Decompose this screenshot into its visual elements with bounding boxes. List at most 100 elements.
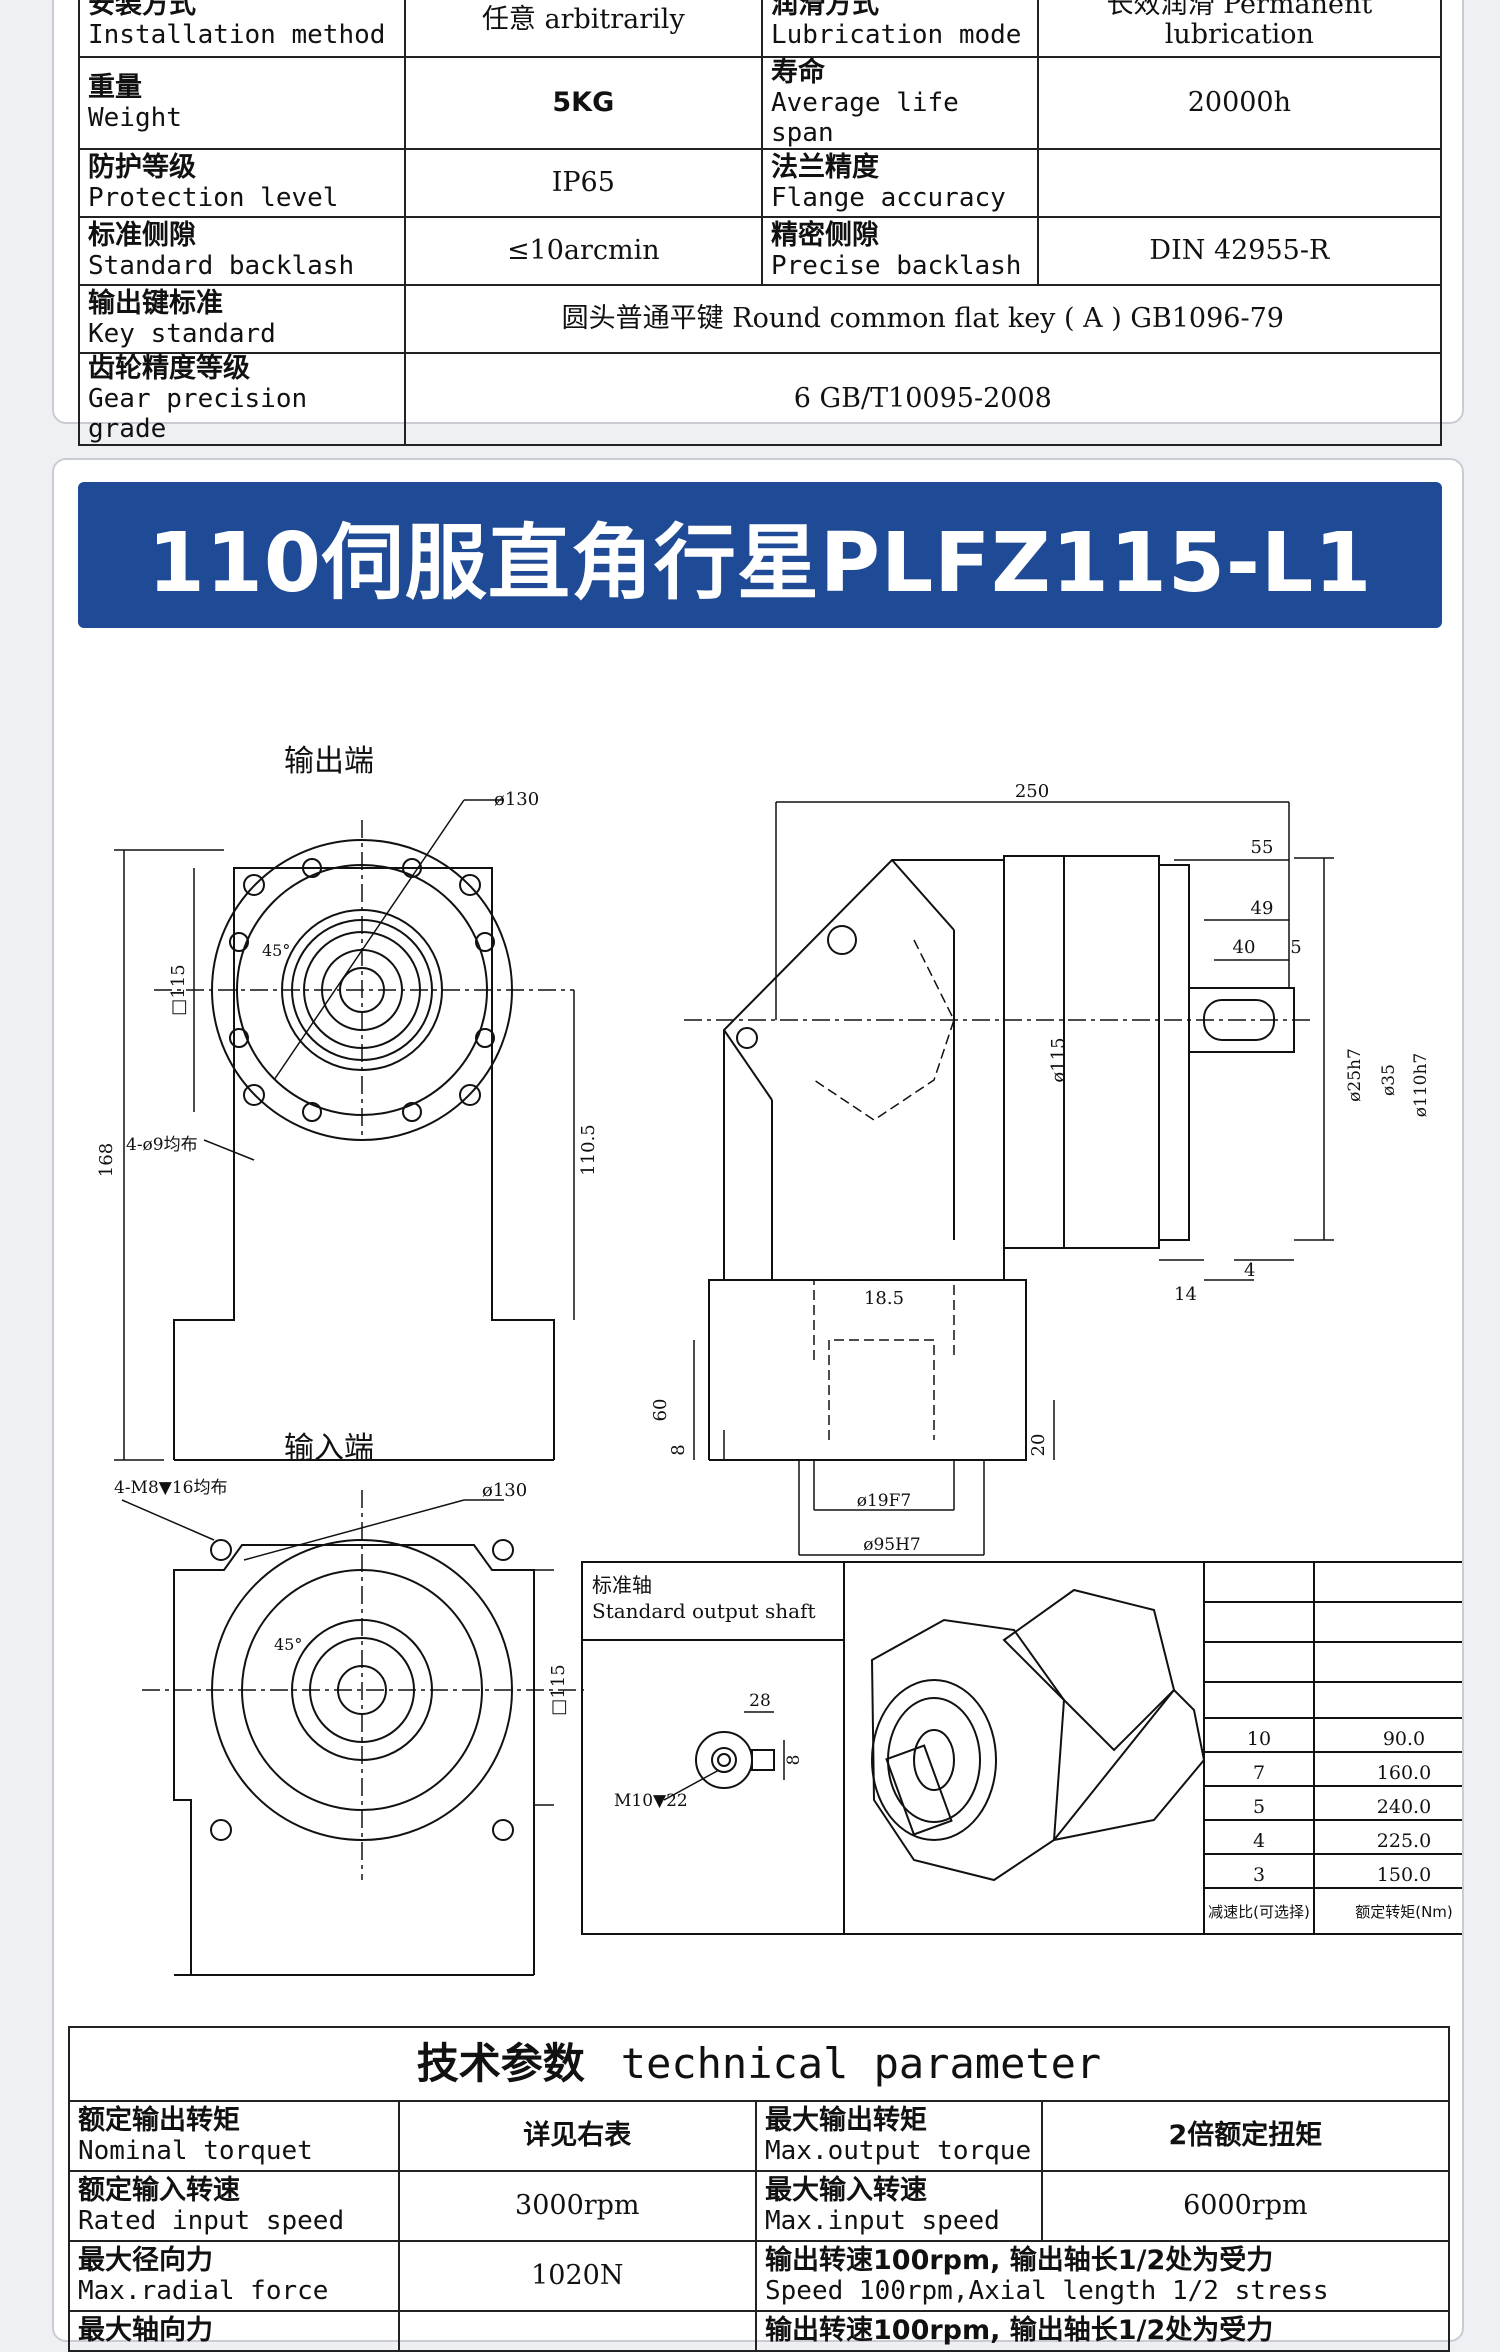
- row-label-zh: 额定输入转速: [78, 2175, 240, 2206]
- dim-d19: ø19F7: [857, 1491, 911, 1511]
- value-cell: 详见右表: [397, 2100, 758, 2172]
- shaft-label-en: Standard output shaft: [592, 1599, 816, 1623]
- row-label-zh: 最大径向力: [78, 2245, 213, 2276]
- row-label-zh: 安装方式: [88, 0, 196, 20]
- side-view: [684, 801, 1334, 1556]
- dim-d95: ø95H7: [863, 1535, 921, 1555]
- output-end-label: 输出端: [284, 744, 374, 779]
- value-cell: 1020N: [397, 2240, 758, 2312]
- torque-cell: 225.0: [1377, 1830, 1431, 1852]
- dim-d130b: ø130: [482, 1480, 527, 1501]
- row-label-zh: 精密侧隙: [771, 220, 879, 251]
- row-label-en: Standard backlash: [88, 251, 355, 281]
- dim-d35: ø35: [1379, 1064, 1399, 1096]
- row-label-zh: 输出键标准: [88, 288, 223, 319]
- row-label-en: Max.input speed: [765, 2206, 1000, 2236]
- shaft-detail-box: [581, 1561, 1462, 1935]
- product-card: 110伺服直角行星PLFZ115-L1 输出端: [52, 458, 1464, 2352]
- value-cell: ≤10arcmin: [403, 216, 764, 286]
- dim-8b: 8: [784, 1755, 804, 1766]
- row-label-en: Protection level: [88, 183, 339, 213]
- value-cell: 6000rpm: [1040, 2170, 1451, 2242]
- dim-250: 250: [1015, 781, 1049, 802]
- row-label-en: Speed 100rpm,Axial length 1/2 stress: [765, 2276, 1329, 2306]
- input-end-label: 输入端: [284, 1431, 374, 1466]
- value-cell: 3000rpm: [397, 2170, 758, 2242]
- dim-d110: ø110h7: [1411, 1053, 1431, 1117]
- row-label-en: Precise backlash: [771, 251, 1022, 281]
- row-label-zh: 防护等级: [88, 152, 196, 183]
- table-row: 最大轴向力 输出转速100rpm, 输出轴长1/2处为受力: [68, 2310, 1450, 2352]
- dim-60: 60: [650, 1399, 671, 1422]
- row-label-en: Lubrication mode: [771, 20, 1022, 50]
- torque-cell: 160.0: [1377, 1762, 1431, 1784]
- row-label-zh: 润滑方式: [771, 0, 879, 20]
- dim-45b: 45°: [274, 1635, 302, 1654]
- dim-d25: ø25h7: [1345, 1048, 1365, 1102]
- output-end-view: [114, 799, 575, 1461]
- key-standard-value: 圆头普通平键 Round common flat key ( A ) GB109…: [403, 284, 1443, 354]
- dim-d115: ø115: [1048, 1037, 1069, 1082]
- row-label-en: Nominal torquet: [78, 2136, 313, 2166]
- dim-110-5: 110.5: [578, 1124, 599, 1176]
- dim-m10: M10▼22: [614, 1791, 688, 1811]
- value-cell: 20000h: [1036, 56, 1443, 150]
- row-label-zh: 齿轮精度等级: [88, 353, 250, 384]
- dim-sq115b: □115: [548, 1664, 569, 1715]
- value-cell: [1036, 148, 1443, 218]
- dim-d130a: ø130: [494, 789, 539, 810]
- value-cell: DIN 42955-R: [1036, 216, 1443, 286]
- row-label-zh: 额定输出转矩: [78, 2105, 240, 2136]
- row-label-en: Key standard: [88, 319, 276, 349]
- row-label-zh: 寿命: [771, 57, 825, 88]
- dim-m8: 4-M8▼16均布: [114, 1478, 228, 1498]
- dim-168: 168: [96, 1143, 117, 1177]
- ratio-cell: 4: [1253, 1830, 1265, 1852]
- row-label-zh: 最大输出转矩: [765, 2105, 927, 2136]
- ratio-cell: 7: [1253, 1762, 1265, 1784]
- value-cell: 5KG: [403, 56, 764, 150]
- ratio-header: 减速比(可选择): [1208, 1903, 1310, 1921]
- dim-55: 55: [1251, 837, 1274, 858]
- row-label-en: Weight: [88, 103, 182, 133]
- torque-header: 额定转矩(Nm): [1355, 1903, 1453, 1921]
- dim-sq115a: □115: [168, 964, 189, 1015]
- row-label-zh: 重量: [88, 72, 142, 103]
- value-cell: 2倍额定扭矩: [1040, 2100, 1451, 2172]
- torque-cell: 90.0: [1383, 1728, 1425, 1750]
- gear-grade-value: 6 GB/T10095-2008: [403, 352, 1443, 446]
- row-label-zh: 输出转速100rpm, 输出轴长1/2处为受力: [765, 2315, 1274, 2346]
- row-label-zh: 输出转速100rpm, 输出轴长1/2处为受力: [765, 2245, 1274, 2276]
- dim-holes-4: 4-ø9均布: [126, 1135, 198, 1155]
- row-label-en: Rated input speed: [78, 2206, 345, 2236]
- dim-28: 28: [749, 1691, 771, 1711]
- dim-5: 5: [1290, 937, 1301, 958]
- dim-8: 8: [668, 1444, 689, 1455]
- product-title-banner: 110伺服直角行星PLFZ115-L1: [78, 482, 1442, 628]
- value-cell: 任意 arbitrarily: [403, 0, 764, 58]
- torque-cell: 240.0: [1377, 1796, 1431, 1818]
- dim-49: 49: [1251, 898, 1274, 919]
- value-cell: IP65: [403, 148, 764, 218]
- ratio-cell: 3: [1253, 1864, 1265, 1886]
- dim-45a: 45°: [262, 941, 290, 960]
- row-label-en: Average life span: [771, 88, 959, 148]
- torque-cell: 150.0: [1377, 1864, 1431, 1886]
- dim-18-5: 18.5: [864, 1288, 904, 1309]
- tech-title-en: technical parameter: [620, 2039, 1102, 2088]
- ratio-cell: 10: [1247, 1728, 1271, 1750]
- value-cell: 长效润滑 Permanent lubrication: [1036, 0, 1443, 58]
- row-label-zh: 法兰精度: [771, 152, 879, 183]
- dim-14: 14: [1174, 1284, 1197, 1305]
- row-label-en: Max.radial force: [78, 2276, 329, 2306]
- ratio-cell: 5: [1253, 1796, 1265, 1818]
- dim-4: 4: [1244, 1260, 1255, 1281]
